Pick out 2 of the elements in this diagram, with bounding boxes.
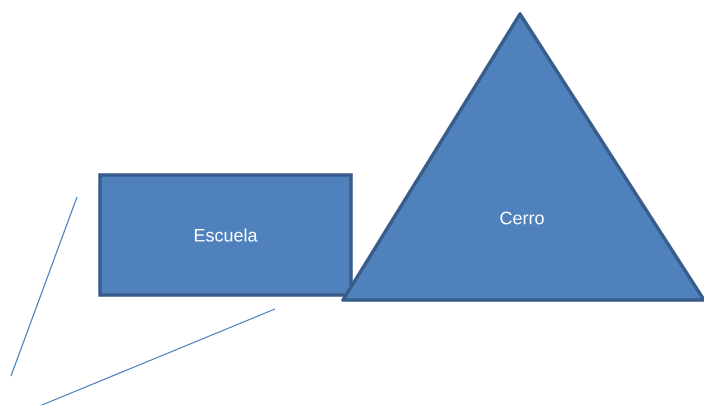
rectangle: Escuela: [98, 173, 353, 297]
triangle: Cerro: [341, 12, 704, 302]
